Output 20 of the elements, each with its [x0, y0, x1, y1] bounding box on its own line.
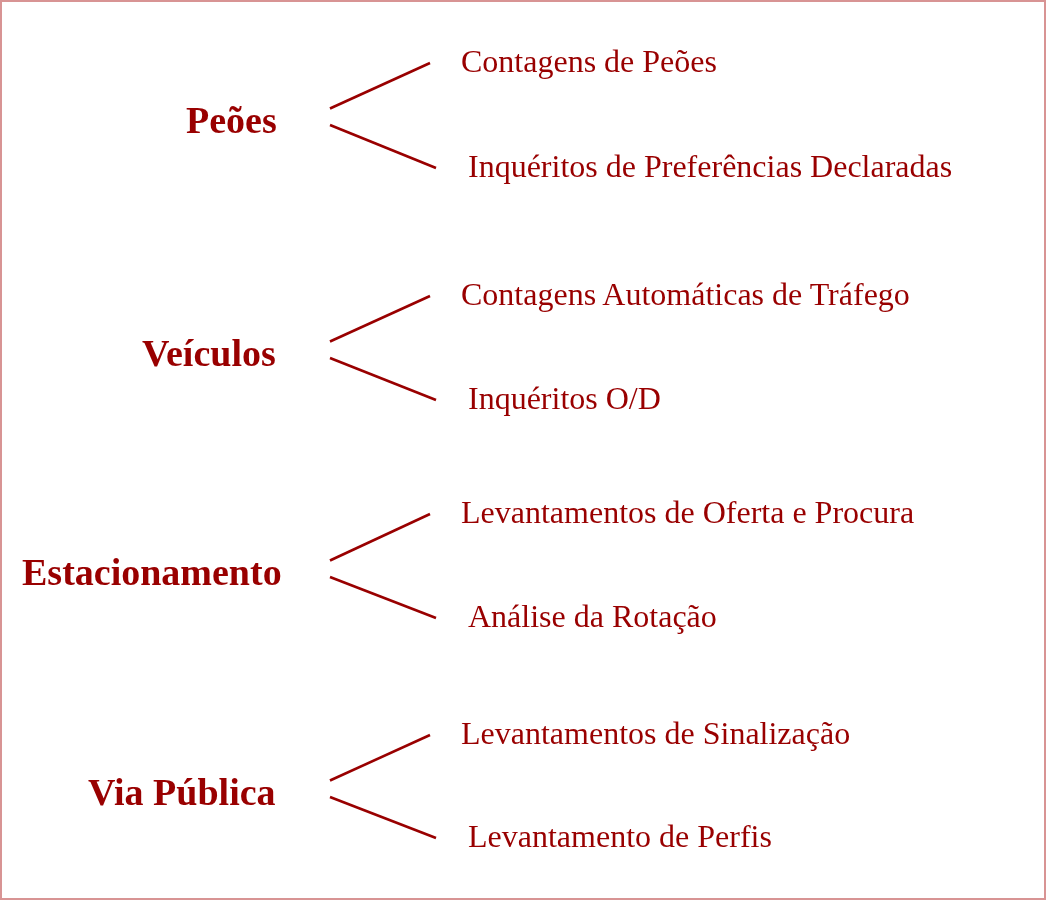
connector-line [329, 356, 437, 402]
connector-line [329, 294, 431, 343]
survey-type-label: Contagens de Peões [461, 45, 717, 77]
survey-type-label: Análise da Rotação [468, 600, 717, 632]
connector-line [329, 512, 431, 562]
category-label: Via Pública [88, 773, 276, 811]
survey-type-label: Inquéritos de Preferências Declaradas [468, 150, 953, 182]
survey-type-label: Levantamento de Perfis [468, 820, 772, 852]
connector-line [329, 123, 437, 170]
survey-type-label: Levantamentos de Sinalização [461, 717, 851, 749]
survey-type-label: Contagens Automáticas de Tráfego [461, 278, 910, 310]
category-label: Veículos [142, 334, 276, 372]
category-label: Estacionamento [22, 553, 282, 591]
connector-line [329, 733, 431, 782]
survey-type-label: Levantamentos de Oferta e Procura [461, 496, 915, 528]
category-label: Peões [186, 101, 277, 139]
connector-line [329, 575, 437, 620]
connector-line [329, 61, 431, 110]
connector-line [329, 795, 437, 840]
survey-type-label: Inquéritos O/D [468, 382, 661, 414]
